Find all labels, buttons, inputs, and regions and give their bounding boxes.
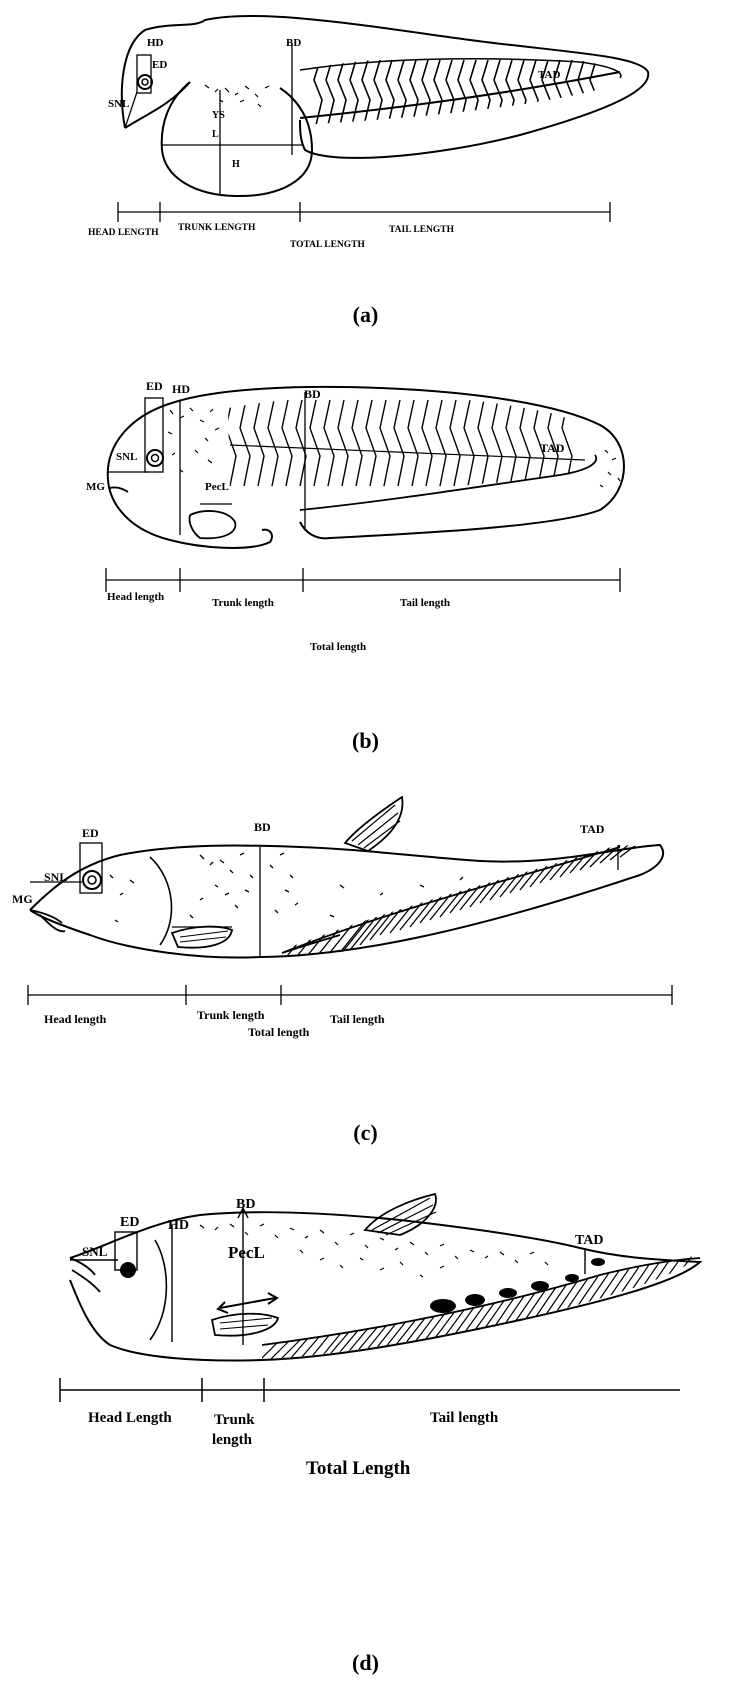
label-mg-c: MG: [12, 892, 33, 906]
panel-c: ED BD TAD SNL MG Head length Trunk lengt…: [0, 785, 731, 1170]
label-ed-b: ED: [146, 379, 163, 393]
caption-b: (b): [0, 728, 731, 754]
label-tad-d: TAD: [575, 1233, 604, 1248]
eye-c: [83, 871, 101, 889]
label-trunk-length-a: TRUNK LENGTH: [178, 223, 256, 233]
length-scale-b: [106, 568, 620, 592]
label-head-length-b: Head length: [107, 591, 164, 603]
panel-b: ED HD BD SNL MG PecL TAD Head length Tru…: [0, 360, 731, 780]
panel-d: ED HD BD SNL PecL TAD Head Length Trunk …: [0, 1180, 731, 1692]
panel-a: HD ED SNL BD TAD YS L H HEAD LENGTH TRUN…: [0, 0, 731, 330]
yolk-sac-a: [162, 82, 312, 196]
label-tail-length-c: Tail length: [330, 1012, 385, 1026]
label-tail-length-b: Tail length: [400, 597, 450, 609]
label-tail-length-a: TAIL LENGTH: [389, 225, 455, 235]
label-hd-d: HD: [168, 1218, 189, 1233]
anal-fin-c: [280, 827, 660, 965]
label-trunk-length-c: Trunk length: [197, 1008, 265, 1022]
length-scale-c: [28, 985, 672, 1005]
dorsal-fin-c: [345, 797, 403, 851]
larva-a-drawing: HD ED SNL BD TAD YS L H HEAD LENGTH TRUN…: [0, 0, 731, 290]
label-tad-a: TAD: [538, 69, 560, 81]
label-snl-d: SNL: [82, 1244, 108, 1259]
label-pecl-b: PecL: [205, 481, 229, 493]
label-mg-b: MG: [86, 481, 105, 493]
pectoral-fin-d: [212, 1314, 278, 1336]
label-tail-length-d: Tail length: [430, 1410, 499, 1426]
label-head-length-a: HEAD LENGTH: [88, 228, 159, 238]
larva-b-outline: [108, 387, 624, 538]
length-scale-d: [60, 1378, 680, 1402]
label-ys-a: YS: [212, 110, 225, 121]
label-snl-c: SNL: [44, 870, 67, 884]
label-trunk-line1-d: Trunk: [214, 1412, 255, 1428]
label-total-length-c: Total length: [248, 1025, 310, 1039]
label-bd-a: BD: [286, 37, 301, 49]
label-total-length-d: Total Length: [306, 1458, 411, 1479]
tail-myomeres-b: [226, 400, 585, 486]
label-h-a: H: [232, 159, 240, 170]
label-snl-a: SNL: [108, 98, 129, 110]
length-scale-a: [118, 202, 610, 222]
label-trunk-length-b: Trunk length: [212, 597, 274, 609]
label-snl-b: SNL: [116, 451, 137, 463]
label-ed-d: ED: [120, 1215, 139, 1230]
eye-a: [138, 75, 152, 89]
eye-b: [147, 450, 163, 466]
larva-b-drawing: ED HD BD SNL MG PecL TAD Head length Tru…: [0, 360, 731, 670]
label-bd-c: BD: [254, 820, 271, 834]
label-ed-a: ED: [152, 59, 167, 71]
label-tad-c: TAD: [580, 822, 605, 836]
label-bd-d: BD: [236, 1197, 255, 1212]
label-bd-b: BD: [304, 387, 321, 401]
fish-d-drawing: ED HD BD SNL PecL TAD Head Length Trunk …: [0, 1180, 731, 1500]
label-hd-a: HD: [147, 37, 164, 49]
caption-a: (a): [0, 302, 731, 328]
caption-c: (c): [0, 1120, 731, 1146]
label-total-length-b: Total length: [310, 641, 366, 653]
label-hd-b: HD: [172, 382, 190, 396]
caption-d: (d): [0, 1650, 731, 1676]
label-head-length-d: Head Length: [88, 1410, 172, 1426]
label-trunk-line2-d: length: [212, 1432, 253, 1448]
label-pecl-d: PecL: [228, 1243, 265, 1262]
label-l-a: L: [212, 129, 219, 140]
label-tad-b: TAD: [540, 441, 565, 455]
label-total-length-a: TOTAL LENGTH: [290, 240, 365, 250]
label-ed-c: ED: [82, 826, 99, 840]
label-head-length-c: Head length: [44, 1012, 107, 1026]
fish-c-drawing: ED BD TAD SNL MG Head length Trunk lengt…: [0, 785, 731, 1085]
